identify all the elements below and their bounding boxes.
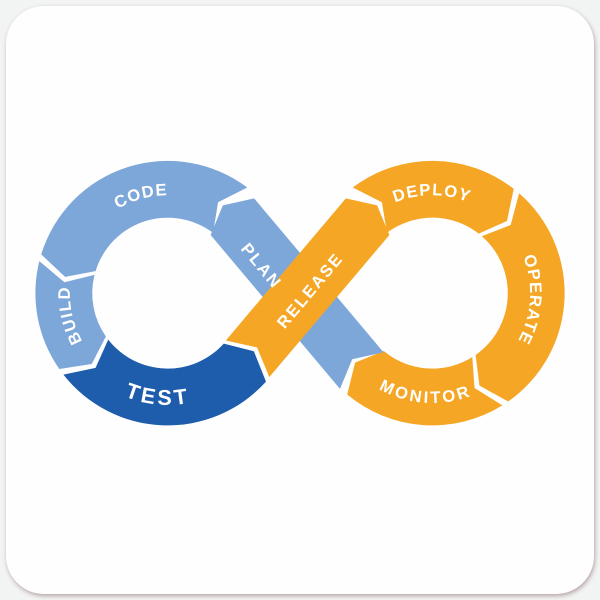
diagram-card: CODE BUILD TEST DEPLOY OPERATE MONITOR P… (6, 6, 594, 594)
segment-operate (475, 193, 565, 402)
segment-test (63, 339, 266, 426)
segment-build (35, 261, 106, 369)
segment-release (225, 198, 390, 378)
segment-code (41, 160, 248, 277)
devops-infinity-loop-diagram: CODE BUILD TEST DEPLOY OPERATE MONITOR P… (35, 160, 565, 426)
segment-monitor (347, 350, 503, 426)
segment-deploy (352, 160, 514, 234)
